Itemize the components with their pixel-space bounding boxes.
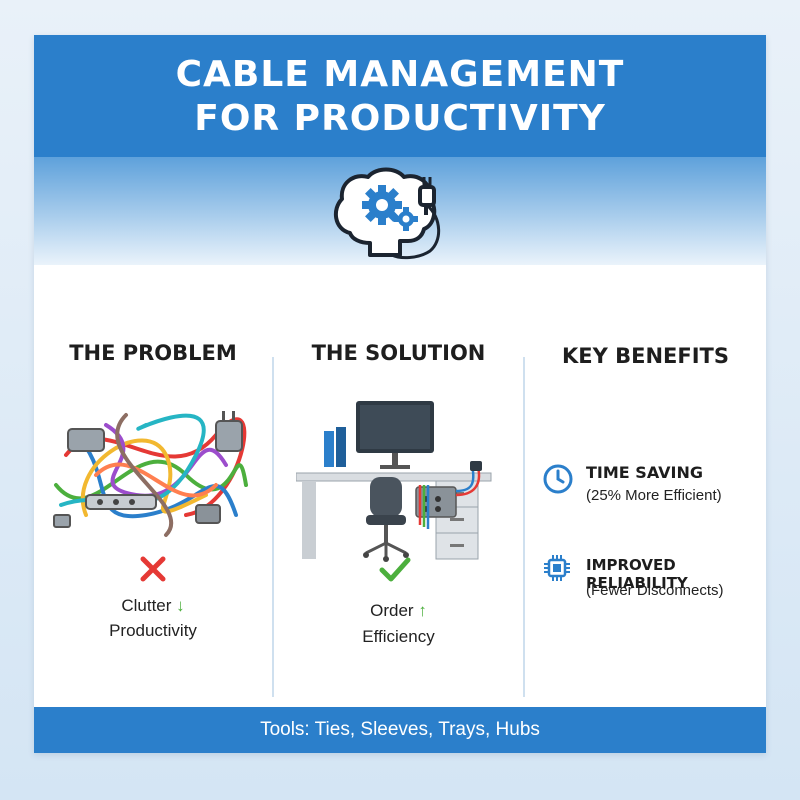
- benefit-subtitle: (25% More Efficient): [586, 487, 722, 504]
- solution-caption-line1: Order ↑: [274, 601, 523, 621]
- green-check-icon: [379, 557, 411, 582]
- tangled-cables-illustration: [53, 411, 248, 537]
- column-divider: [272, 357, 274, 697]
- red-x-icon: [140, 556, 166, 582]
- footer-banner: Tools: Ties, Sleeves, Trays, Hubs: [34, 707, 766, 753]
- benefits-title: KEY BENEFITS: [561, 344, 729, 368]
- brain-gears-plug-icon: [333, 167, 441, 260]
- solution-caption-line2: Efficiency: [362, 627, 435, 646]
- hero-band: [34, 157, 766, 265]
- page-title-line1: CABLE MANAGEMENT: [175, 54, 625, 95]
- page-title-line2: FOR PRODUCTIVITY: [194, 98, 606, 139]
- problem-caption-word: Clutter: [121, 596, 172, 615]
- arrow-up-icon: ↑: [418, 601, 427, 620]
- infographic-card: CABLE MANAGEMENT FOR PRODUCTIVITY: [34, 35, 766, 753]
- solution-title: THE SOLUTION: [311, 341, 486, 365]
- benefit-title: TIME SAVING: [586, 463, 703, 482]
- problem-caption-line1: Clutter ↓: [34, 596, 272, 616]
- header-banner: CABLE MANAGEMENT FOR PRODUCTIVITY: [34, 35, 766, 157]
- solution-caption-word: Order: [370, 601, 414, 620]
- problem-caption-line2: Productivity: [109, 621, 197, 640]
- benefit-title: IMPROVED RELIABILITY: [586, 556, 688, 592]
- organized-desk-illustration: [296, 401, 492, 562]
- column-divider: [523, 357, 525, 697]
- problem-title: THE PROBLEM: [69, 341, 237, 365]
- benefit-subtitle: (Fewer Disconnects): [586, 582, 724, 599]
- clock-icon: [543, 464, 573, 494]
- arrow-down-icon: ↓: [176, 596, 185, 615]
- chip-icon: [544, 555, 570, 581]
